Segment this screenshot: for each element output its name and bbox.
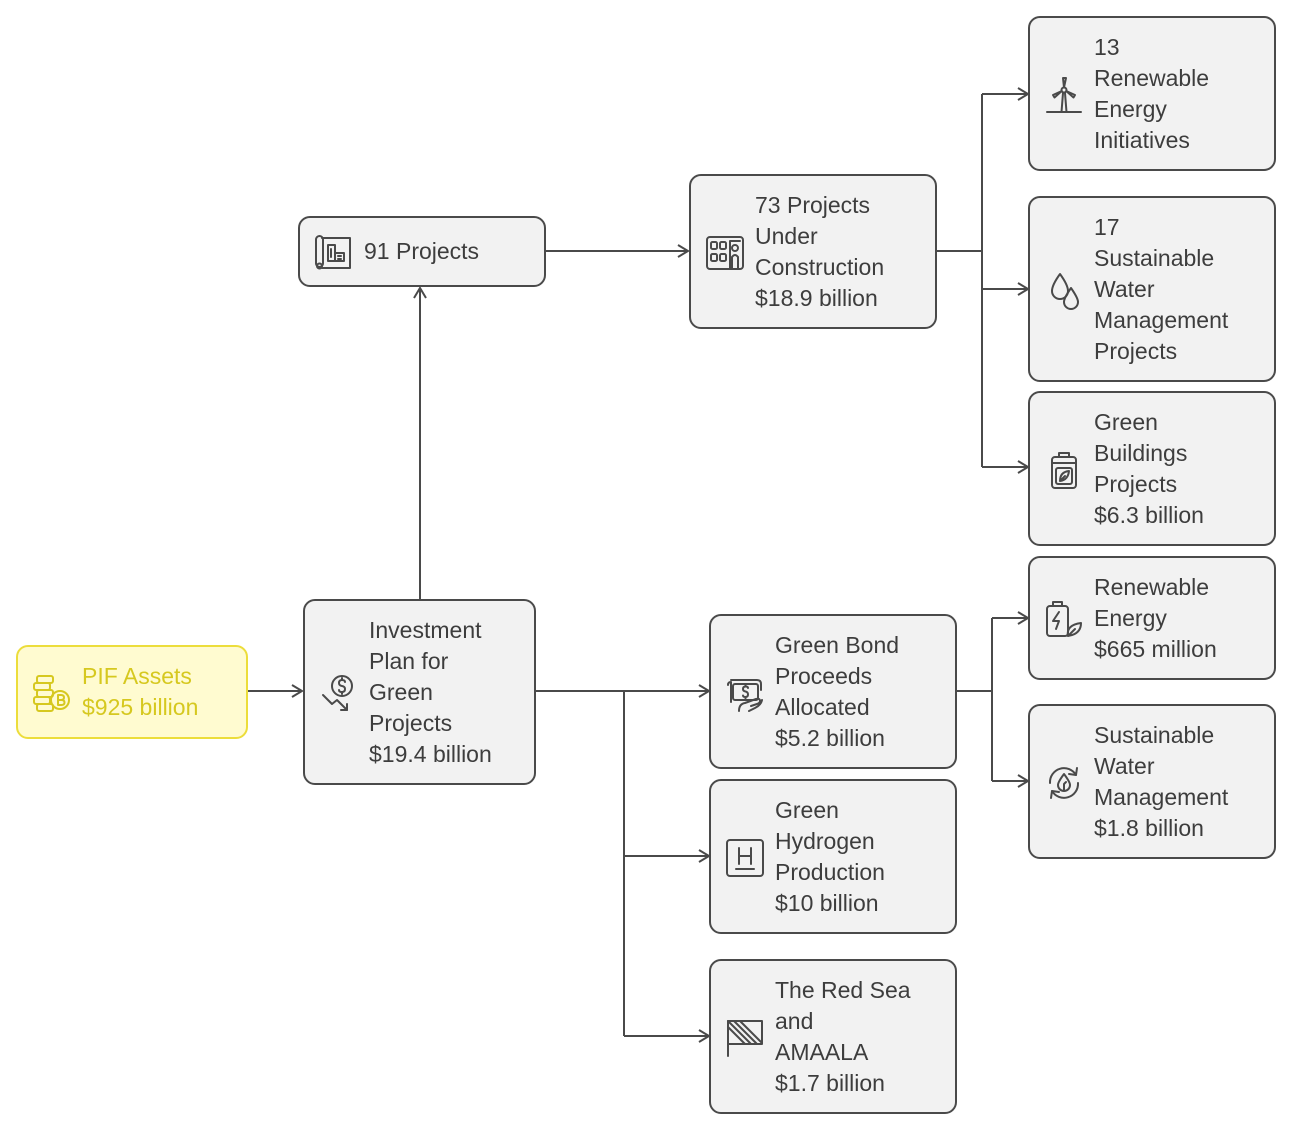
node-green-bond: Green Bond Proceeds Allocated $5.2 billi… (709, 614, 957, 769)
water-drops-icon (1044, 271, 1084, 311)
node-green-buildings: Green Buildings Projects $6.3 billion (1028, 391, 1276, 546)
connector-bond-trunk (957, 618, 993, 781)
flag-icon (725, 1018, 765, 1058)
node-label: PIF Assets $925 billion (82, 663, 199, 720)
blueprint-icon (313, 233, 353, 273)
node-investment-plan: Investment Plan for Green Projects $19.4… (303, 599, 536, 785)
node-label: Green Hydrogen Production $10 billion (775, 797, 885, 916)
node-sustainable-water-projects: 17 Sustainable Water Management Projects (1028, 196, 1276, 382)
water-cycle-icon (1044, 763, 1084, 803)
eco-battery-icon (1044, 450, 1084, 490)
buildings-icon (705, 233, 745, 273)
node-red-sea: The Red Sea and AMAALA $1.7 billion (709, 959, 957, 1114)
hydrogen-icon (725, 838, 765, 878)
coins-icon (31, 673, 71, 713)
node-label: Green Bond Proceeds Allocated $5.2 billi… (775, 632, 900, 751)
node-green-hydrogen: Green Hydrogen Production $10 billion (709, 779, 957, 934)
dollar-down-arrow-icon (320, 673, 360, 713)
node-label: 91 Projects (364, 238, 480, 264)
connector-plan-trunk (536, 690, 625, 1036)
node-sustainable-water: Sustainable Water Management $1.8 billio… (1028, 704, 1276, 859)
node-label: 13 Renewable Energy Initiatives (1094, 34, 1210, 153)
node-91-projects: 91 Projects (298, 216, 546, 287)
node-label: Green Buildings Projects $6.3 billion (1094, 409, 1204, 528)
node-label: 73 Projects Under Construction $18.9 bil… (755, 192, 885, 311)
node-label: 17 Sustainable Water Management Projects (1094, 214, 1229, 364)
wind-turbine-icon (1044, 76, 1084, 116)
connector-construction-trunk (936, 94, 983, 467)
node-renewable-energy: Renewable Energy $665 million (1028, 556, 1276, 680)
node-pif-assets: PIF Assets $925 billion (16, 645, 248, 739)
node-projects-under-construction: 73 Projects Under Construction $18.9 bil… (689, 174, 937, 329)
node-label: Investment Plan for Green Projects $19.4… (369, 617, 492, 767)
money-hand-icon (725, 673, 765, 713)
battery-leaf-icon (1044, 599, 1084, 639)
node-label: The Red Sea and AMAALA $1.7 billion (775, 977, 911, 1096)
node-label: Renewable Energy $665 million (1094, 574, 1217, 662)
node-label: Sustainable Water Management $1.8 billio… (1094, 722, 1229, 841)
node-renewable-initiatives: 13 Renewable Energy Initiatives (1028, 16, 1276, 171)
